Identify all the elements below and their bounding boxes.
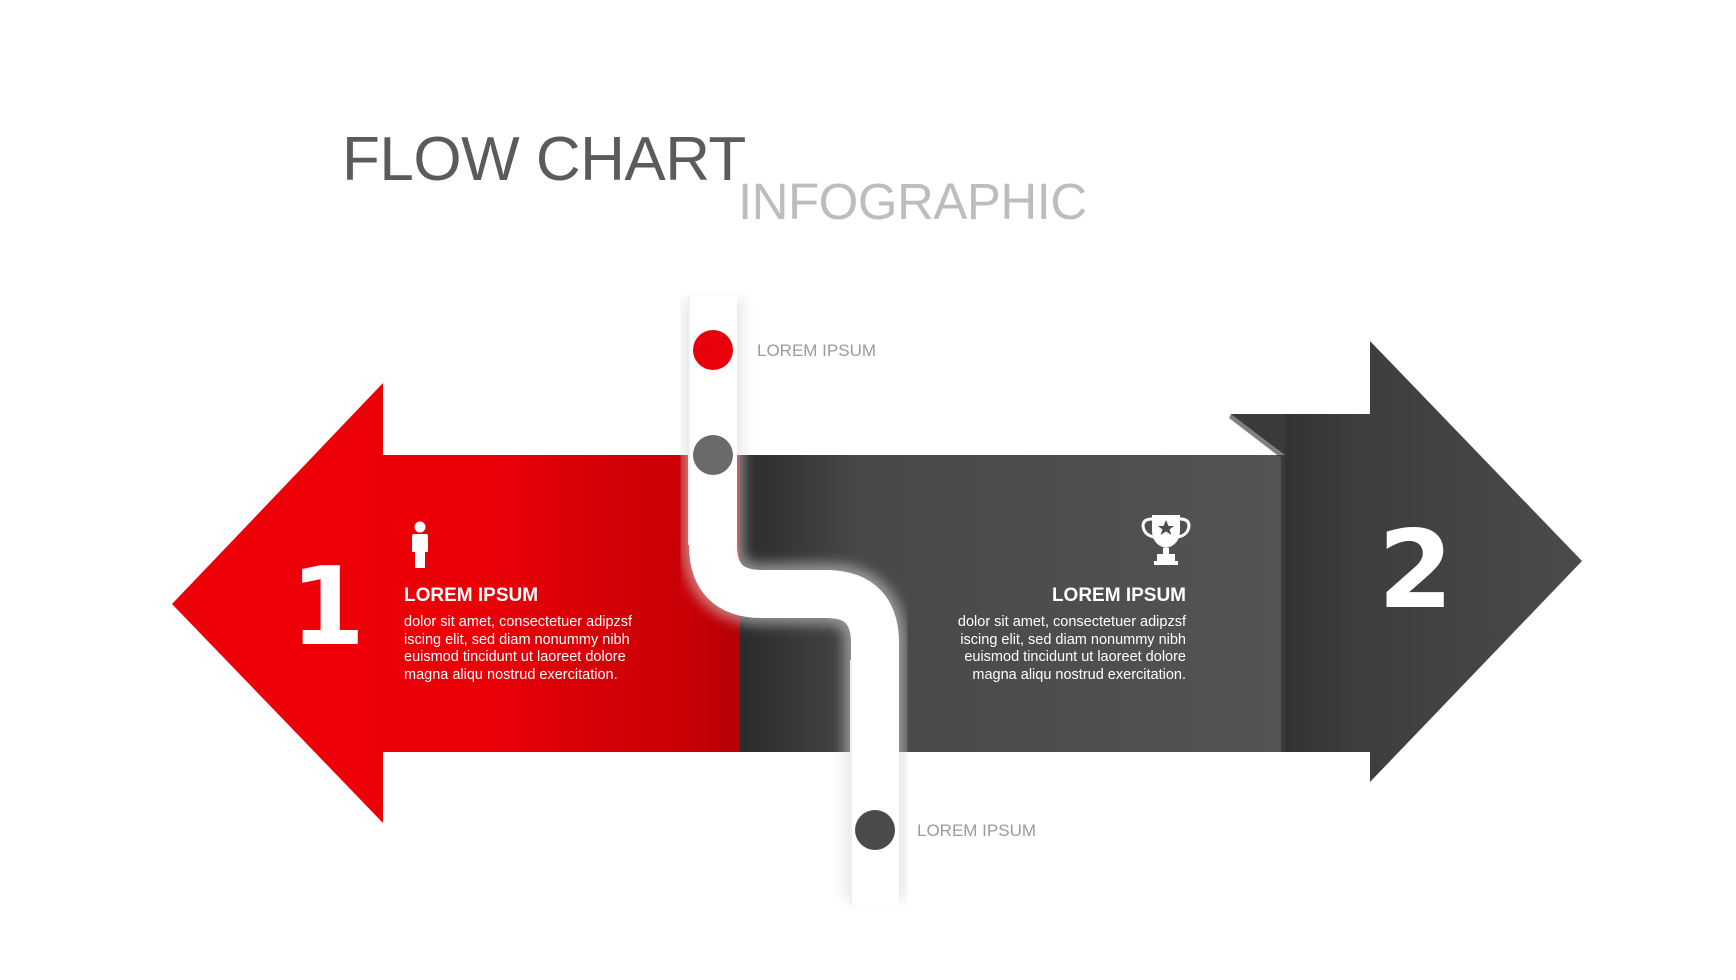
page-title: FLOW CHART	[342, 125, 746, 194]
winding-path	[688, 296, 899, 905]
path-label-top: LOREM IPSUM	[757, 341, 877, 360]
marker-red	[693, 330, 733, 370]
person-icon	[412, 521, 428, 568]
step-1-heading: LOREM IPSUM	[404, 585, 539, 606]
marker-gray-bottom	[855, 810, 895, 850]
trophy-icon	[1141, 515, 1191, 565]
step-1-arrow	[172, 383, 850, 823]
path-label-bottom: LOREM IPSUM	[917, 821, 1037, 840]
step-2-number: 2	[1378, 508, 1454, 633]
step-2-heading: LOREM IPSUM	[1051, 585, 1186, 606]
marker-gray-top	[693, 435, 733, 475]
step-1-body: dolor sit amet, consectetuer adipzsf isc…	[404, 614, 633, 683]
page-subtitle: INFOGRAPHIC	[738, 173, 1087, 230]
step-1-number: 1	[290, 545, 366, 670]
step-2-body: dolor sit amet, consectetuer adipzsf isc…	[957, 614, 1186, 683]
